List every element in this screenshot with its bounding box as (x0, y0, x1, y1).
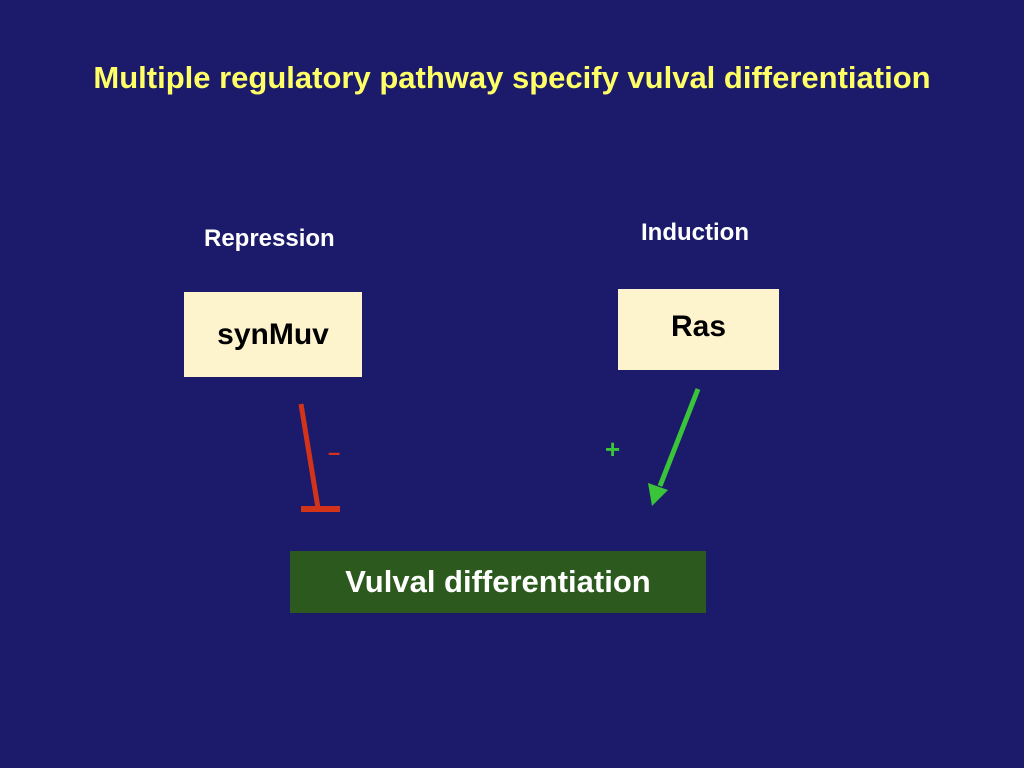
activation-line (657, 388, 701, 487)
synmuv-node: synMuv (184, 292, 362, 377)
ras-node-label: Ras (670, 309, 727, 343)
vulval-differentiation-node: Vulval differentiation (290, 551, 706, 613)
activation-arrowhead (648, 483, 668, 506)
repression-label: Repression (204, 225, 335, 252)
activation-edge (648, 388, 701, 506)
inhibition-line (298, 403, 321, 509)
induction-label: Induction (641, 219, 749, 246)
slide-title: Multiple regulatory pathway specify vulv… (93, 60, 931, 95)
ras-node: Ras (618, 289, 779, 370)
vulval-differentiation-label: Vulval differentiation (345, 564, 651, 599)
synmuv-node-label: synMuv (217, 317, 329, 351)
repression-sign: – (328, 440, 341, 465)
inhibition-edge (298, 403, 340, 512)
induction-sign: + (605, 434, 621, 464)
